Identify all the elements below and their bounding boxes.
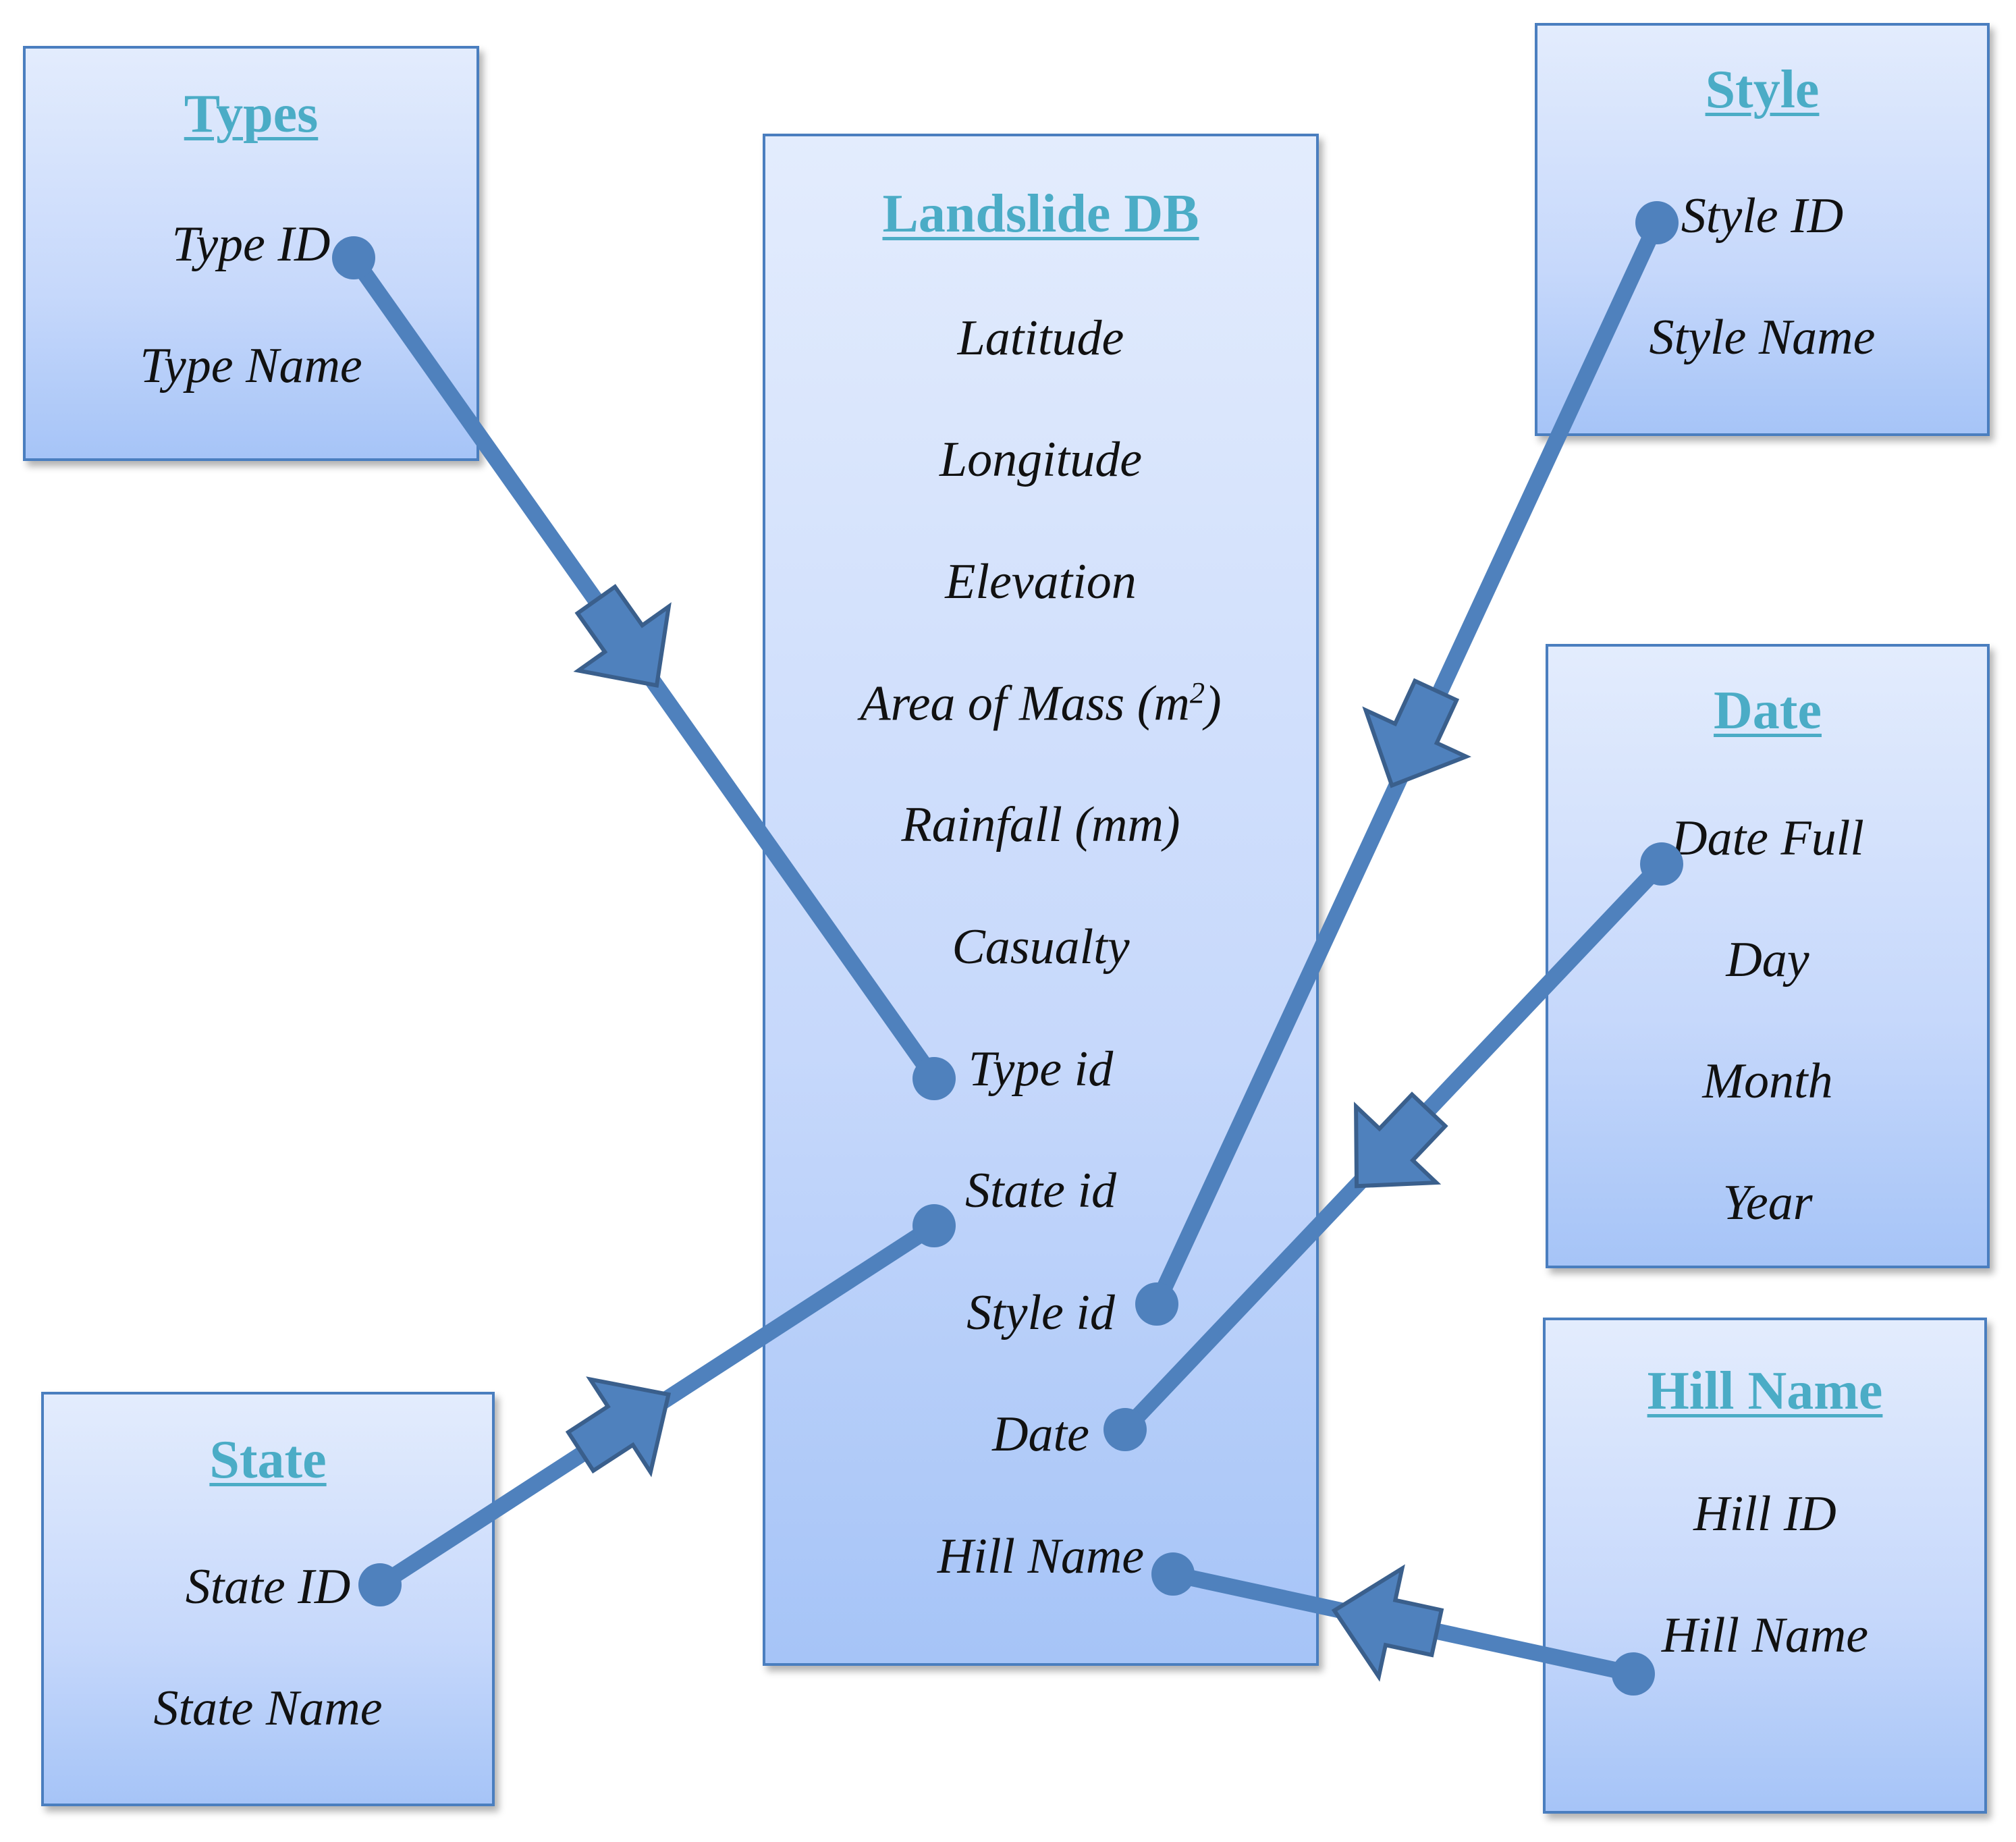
landslide-field-hill-name: Hill Name <box>937 1529 1145 1584</box>
landslide-field-date: Date <box>992 1407 1089 1462</box>
landslide-field-style-id: Style id <box>966 1285 1115 1340</box>
date-title: Date <box>1714 681 1822 740</box>
area-of-mass-label: Area of Mass (m <box>860 676 1190 732</box>
types-entity-box: Types Type ID Type Name <box>23 46 479 461</box>
date-field-year: Year <box>1722 1175 1813 1230</box>
state-title: State <box>209 1430 327 1490</box>
landslide-field-state-id: State id <box>964 1163 1117 1218</box>
types-title: Types <box>184 84 319 144</box>
date-field-day: Day <box>1726 932 1809 987</box>
types-connector-arrow <box>573 584 672 688</box>
hill-field-hill-name: Hill Name <box>1661 1608 1869 1663</box>
landslide-db-title: Landslide DB <box>882 184 1199 244</box>
area-suffix: ) <box>1205 676 1222 732</box>
hill-name-entity-box: Hill Name Hill ID Hill Name <box>1543 1318 1987 1814</box>
types-field-type-id: Type ID <box>171 217 331 272</box>
landslide-db-entity-box: Landslide DB Latitude Longitude Elevatio… <box>763 134 1319 1666</box>
style-connector-arrow <box>1362 678 1472 788</box>
landslide-field-area-of-mass: Area of Mass (m2) <box>765 675 1316 733</box>
style-field-style-id: Style ID <box>1681 188 1844 244</box>
landslide-field-longitude: Longitude <box>939 432 1143 487</box>
landslide-field-type-id: Type id <box>968 1041 1114 1097</box>
landslide-field-rainfall: Rainfall (mm) <box>901 797 1180 852</box>
date-field-date-full: Date Full <box>1671 811 1864 866</box>
date-entity-box: Date Date Full Day Month Year <box>1546 644 1990 1268</box>
style-field-style-name: Style Name <box>1649 310 1876 365</box>
state-field-state-name: State Name <box>153 1681 383 1736</box>
landslide-field-casualty: Casualty <box>952 919 1130 975</box>
date-connector-arrow <box>1354 1091 1448 1189</box>
state-field-state-id: State ID <box>185 1559 351 1615</box>
types-field-type-name: Type Name <box>140 338 362 394</box>
date-field-month: Month <box>1702 1054 1833 1109</box>
state-entity-box: State State ID State Name <box>41 1392 495 1806</box>
style-title: Style <box>1705 60 1820 119</box>
hill-field-hill-id: Hill ID <box>1693 1486 1836 1542</box>
area-superscript: 2 <box>1189 676 1205 709</box>
landslide-field-elevation: Elevation <box>945 554 1137 610</box>
landslide-field-latitude: Latitude <box>957 310 1124 366</box>
hill-connector-arrow <box>1331 1564 1444 1682</box>
state-connector-arrow <box>565 1376 672 1478</box>
style-entity-box: Style Style ID Style Name <box>1535 23 1990 436</box>
hill-name-title: Hill Name <box>1647 1361 1883 1421</box>
